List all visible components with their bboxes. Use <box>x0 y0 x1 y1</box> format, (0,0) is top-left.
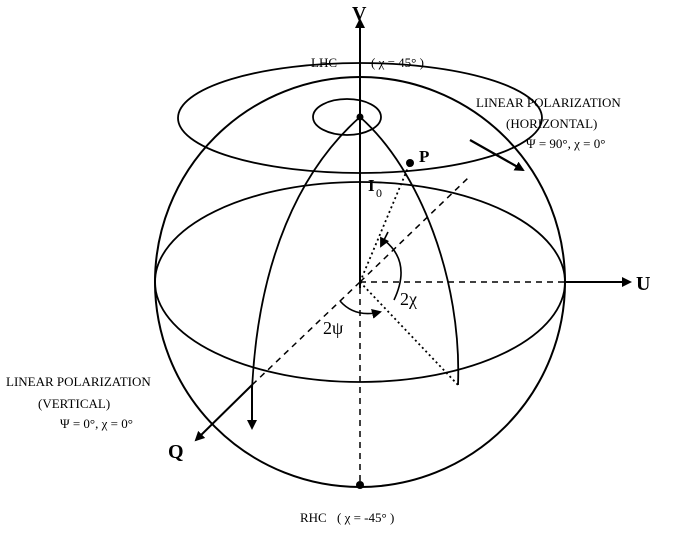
rhc-chi-label: ( χ = -45° ) <box>337 510 394 525</box>
two-chi-label: 2χ <box>400 289 417 309</box>
axis-label-v: V <box>352 3 367 25</box>
q-axis <box>194 384 253 442</box>
horizontal-pol-params: Ψ = 90°, χ = 0° <box>526 136 605 151</box>
vertical-pol-title: LINEAR POLARIZATION <box>6 374 151 389</box>
rhc-label: RHC <box>300 510 327 525</box>
horizontal-pol-arrow <box>469 139 525 171</box>
two-psi-arc <box>339 300 382 319</box>
back-dashed-line <box>359 177 469 283</box>
horizontal-pol-title: LINEAR POLARIZATION <box>476 95 621 110</box>
lhc-label: LHC <box>311 55 337 70</box>
point-p <box>406 159 414 167</box>
lhc-circle <box>312 98 382 136</box>
point-rhc <box>356 481 364 489</box>
vertical-pol-params: Ψ = 0°, χ = 0° <box>60 416 133 431</box>
lhc-chi-label: ( χ = 45° ) <box>371 55 424 70</box>
vertical-pol-subtitle: (VERTICAL) <box>38 396 110 411</box>
meridian-left <box>251 116 361 391</box>
i0-label: I <box>368 176 375 195</box>
horizontal-pol-subtitle: (HORIZONTAL) <box>506 116 597 131</box>
projection-line <box>359 281 459 386</box>
q-axis-dashed <box>251 281 361 386</box>
i0-direction-arrow <box>380 231 390 248</box>
point-lhc <box>356 113 364 121</box>
two-chi-arc <box>383 239 402 301</box>
point-p-label: P <box>419 147 429 166</box>
two-psi-label: 2ψ <box>323 318 344 338</box>
i0-subscript: 0 <box>376 186 382 200</box>
meridian-right <box>359 116 460 386</box>
axis-label-q: Q <box>168 441 184 463</box>
axis-label-u: U <box>636 273 650 295</box>
i0-vector <box>359 162 411 283</box>
